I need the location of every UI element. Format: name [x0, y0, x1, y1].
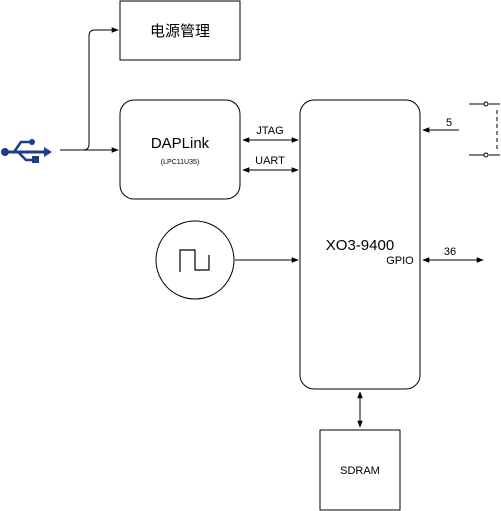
- gpio-label: GPIO: [386, 255, 414, 267]
- buttons-link: 5: [422, 117, 459, 133]
- usb-power-connector: [60, 27, 119, 153]
- usb-icon: [1, 139, 52, 163]
- gpio-link: 36: [422, 246, 484, 263]
- uart-link: UART: [242, 155, 299, 173]
- sdram-label: SDRAM: [340, 465, 380, 477]
- fpga-block: XO3-9400 GPIO: [299, 99, 421, 390]
- daplink-label: DAPLink: [151, 135, 210, 152]
- square-wave-oscillator-icon: [155, 220, 235, 300]
- gpio-count-label: 36: [444, 246, 456, 258]
- pushbutton-switch-icon: [469, 101, 500, 158]
- uart-label: UART: [255, 155, 285, 167]
- jtag-label: JTAG: [256, 125, 283, 137]
- power-management-label: 电源管理: [150, 22, 210, 40]
- daplink-block: DAPLink (LPC11U35): [119, 99, 241, 200]
- daplink-sublabel: (LPC11U35): [161, 159, 199, 166]
- fpga-label: XO3-9400: [326, 237, 394, 254]
- buttons-count-label: 5: [446, 117, 452, 129]
- jtag-link: JTAG: [242, 125, 299, 143]
- power-management-block: 电源管理: [119, 0, 241, 61]
- sdram-block: SDRAM: [319, 429, 401, 511]
